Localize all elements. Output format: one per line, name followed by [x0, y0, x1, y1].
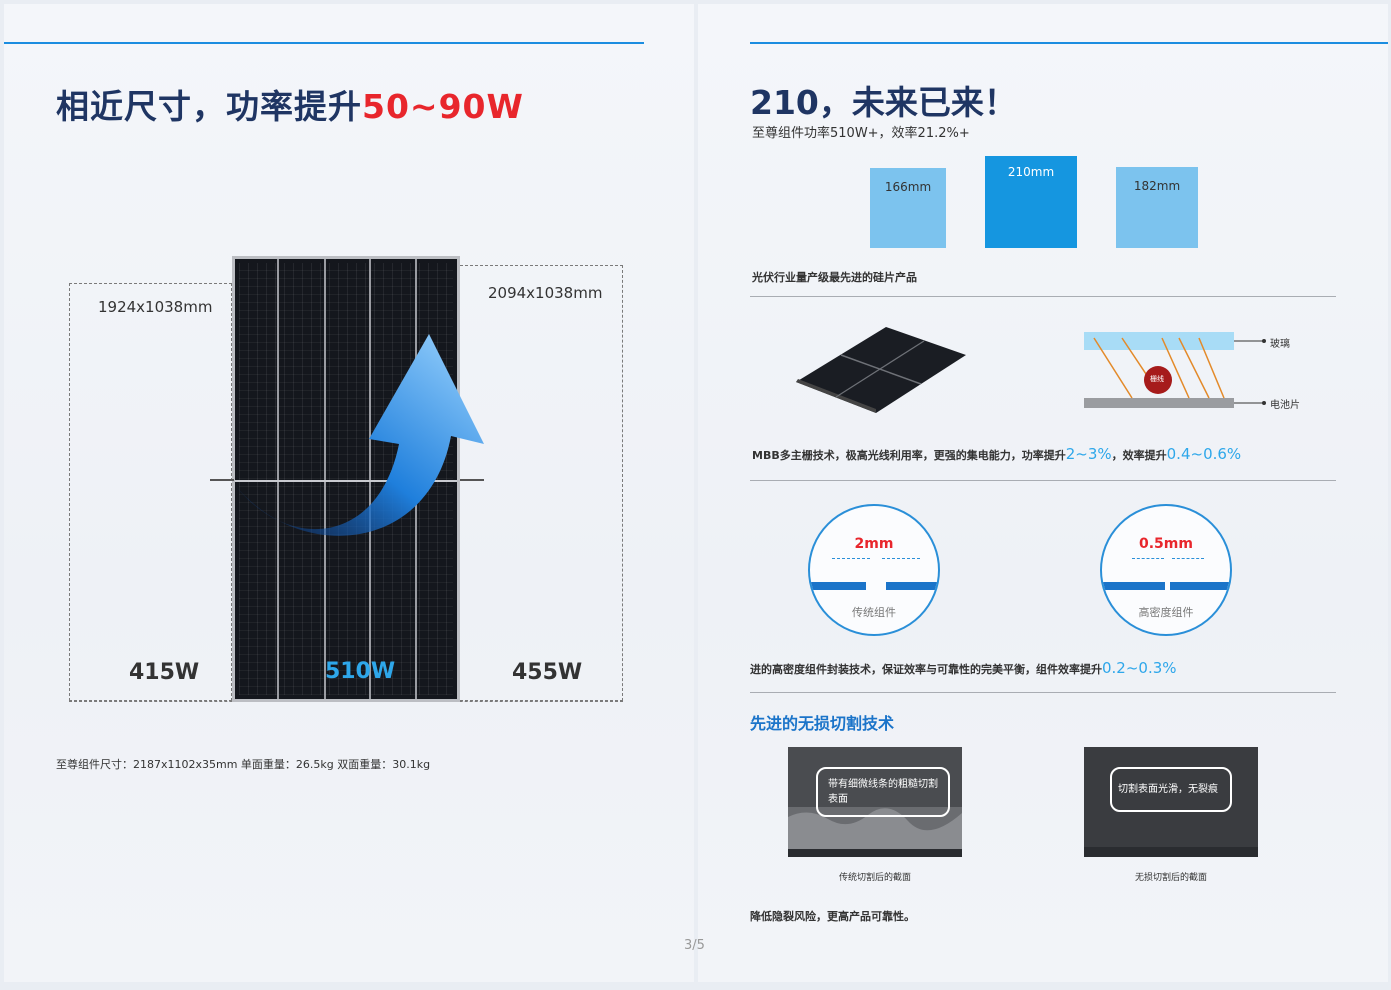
medium-module-outline [460, 265, 623, 701]
page-number: 3/5 [684, 938, 705, 953]
left-page: 相近尺寸，功率提升50~90W 1924x1038mm 2094x1038mm … [4, 4, 694, 982]
dim-large: 2094x1038mm [488, 284, 603, 302]
traditional-cut-image: 带有细微线条的粗糙切割表面 [788, 747, 962, 857]
dim-small: 1924x1038mm [98, 298, 213, 316]
watt-medium: 455W [512, 660, 583, 685]
wafer-caption: 光伏行业量产级最先进的硅片产品 [752, 271, 917, 284]
divider [750, 480, 1336, 481]
traditional-module-circle: 2mm 传统组件 [808, 504, 940, 636]
cable-right [460, 479, 484, 481]
cell-label: 电池片 [1270, 400, 1300, 411]
section-title: 先进的无损切割技术 [750, 714, 895, 733]
right-page: 210，未来已来！ 至尊组件功率510W+，效率21.2%+ 166mm 210… [698, 4, 1388, 982]
title-accent: 50~90W [362, 87, 524, 126]
title-text: 相近尺寸，功率提升 [56, 87, 362, 126]
divider [750, 692, 1336, 693]
wire-label: 栅线 [1150, 375, 1164, 383]
top-rule [4, 42, 644, 44]
high-density-module-circle: 0.5mm 高密度组件 [1100, 504, 1232, 636]
wafer-182: 182mm [1116, 167, 1198, 248]
glass-label: 玻璃 [1270, 339, 1290, 350]
bottom-note: 降低隐裂风险，更高产品可靠性。 [750, 910, 915, 923]
spec-line: 至尊组件尺寸：2187x1102x35mm 单面重量：26.5kg 双面重量：3… [56, 758, 431, 771]
upward-arrow-icon [234, 334, 484, 536]
density-caption: 进的高密度组件封装技术，保证效率与可靠性的完美平衡，组件效率提升0.2~0.3% [750, 659, 1177, 677]
top-rule [750, 42, 1388, 44]
rough-surface-bubble: 带有细微线条的粗糙切割表面 [816, 767, 950, 817]
watt-small: 415W [129, 660, 200, 685]
smooth-surface-bubble: 切割表面光滑，无裂痕 [1110, 767, 1232, 812]
cable-left [210, 479, 234, 481]
watt-panel: 510W [325, 659, 396, 684]
cut-caption-traditional: 传统切割后的截面 [838, 873, 911, 883]
wafer-166: 166mm [870, 168, 946, 248]
cut-caption-lossless: 无损切割后的截面 [1134, 873, 1207, 883]
small-module-outline [69, 283, 232, 701]
glass-light-diagram: 玻璃 电池片 栅线 [1084, 328, 1314, 418]
mbb-caption: MBB多主栅技术，极高光线利用率，更强的集电能力，功率提升2~3%，效率提升0.… [752, 445, 1242, 463]
lossless-cut-image: 切割表面光滑，无裂痕 [1084, 747, 1258, 857]
page-title: 相近尺寸，功率提升50~90W [56, 80, 524, 128]
solar-cell-image [796, 327, 966, 413]
wafer-210: 210mm [985, 156, 1077, 248]
right-title: 210，未来已来！ [750, 83, 1017, 122]
divider [750, 296, 1336, 297]
right-subtitle: 至尊组件功率510W+，效率21.2%+ [752, 126, 970, 141]
